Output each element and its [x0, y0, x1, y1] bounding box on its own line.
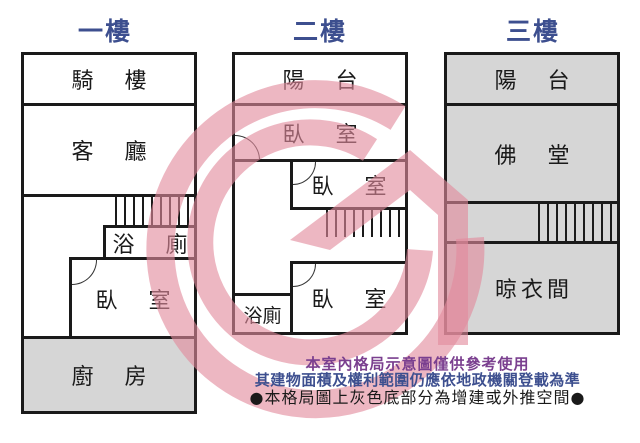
wall — [447, 103, 617, 106]
wall — [103, 225, 106, 259]
disclaimer-line-2: 其建物面積及權利範圍仍應依地政機關登載為準 — [254, 371, 581, 389]
disclaimer-notes: 本室內格局示意圖僅供參考使用 其建物面積及權利範圍仍應依地政機關登載為準 ●本格… — [195, 356, 640, 407]
room-arcade: 騎 樓 — [71, 69, 159, 94]
wall — [447, 241, 617, 244]
wall — [69, 257, 194, 260]
floor-plan-2f: 陽 台 臥 室 臥 室 臥 室 浴廁 — [232, 52, 408, 335]
staircase — [326, 210, 405, 237]
floor-title-2f: 二樓 — [292, 17, 347, 46]
wall — [24, 103, 194, 106]
staircase — [115, 197, 194, 226]
disclaimer-line-3: ●本格局圖上灰色底部分為增建或外推空間● — [249, 388, 586, 407]
disclaimer-line-1: 本室內格局示意圖僅供參考使用 — [305, 355, 530, 373]
floor-plan-3f: 陽 台 佛 堂 晾衣間 — [444, 52, 620, 335]
room-bedroom-2: 臥 室 — [311, 175, 399, 200]
room-balcony: 陽 台 — [494, 69, 582, 94]
room-living: 客 廳 — [71, 140, 159, 165]
wall — [24, 336, 194, 339]
room-bath: 浴廁 — [243, 304, 282, 327]
room-bath: 浴 廁 — [112, 233, 200, 258]
room-shrine: 佛 堂 — [494, 144, 582, 169]
floor-title-3f: 三樓 — [505, 17, 560, 46]
room-laundry: 晾衣間 — [494, 278, 573, 303]
room-bedroom-1: 臥 室 — [282, 123, 370, 148]
wall — [24, 194, 194, 197]
room-bedroom-3: 臥 室 — [311, 288, 399, 313]
room-bedroom: 臥 室 — [95, 288, 183, 314]
room-balcony: 陽 台 — [282, 69, 370, 94]
floor-title-1f: 一樓 — [77, 17, 132, 46]
room-kitchen: 廚 房 — [24, 339, 194, 411]
wall — [447, 201, 617, 204]
wall — [69, 257, 72, 337]
staircase — [538, 204, 617, 242]
floor-plan-1f: 騎 樓 客 廳 浴 廁 臥 室 廚 房 — [21, 52, 197, 414]
